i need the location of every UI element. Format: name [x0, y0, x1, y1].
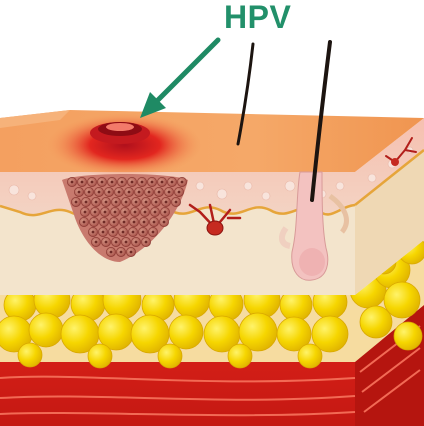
- hpv-label: HPV: [224, 0, 292, 35]
- wart-lesion: [47, 113, 203, 177]
- pointer-arrow: [140, 37, 221, 118]
- blood-vessel: [188, 137, 417, 236]
- infected-cell-cluster: [62, 174, 188, 262]
- hair-strand: [236, 40, 332, 202]
- hair-follicle: [278, 171, 349, 281]
- fat-layer: [0, 221, 424, 369]
